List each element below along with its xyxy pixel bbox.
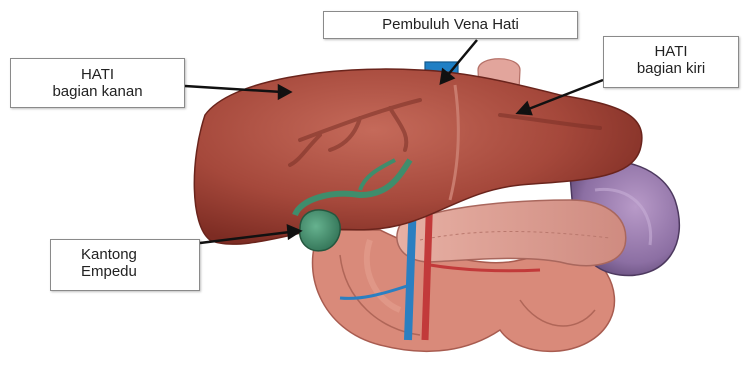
label-right-liver-lobe-line1: HATI <box>11 66 184 83</box>
label-left-liver-lobe-line2: bagian kiri <box>604 60 738 77</box>
label-gallbladder-line2: Empedu <box>81 263 199 280</box>
label-right-liver-lobe: HATI bagian kanan <box>10 58 185 108</box>
label-gallbladder-line1: Kantong <box>81 246 199 263</box>
label-hepatic-vein-text: Pembuluh Vena Hati <box>324 16 577 33</box>
label-hepatic-vein: Pembuluh Vena Hati <box>323 11 578 39</box>
label-left-liver-lobe: HATI bagian kiri <box>603 36 739 88</box>
label-gallbladder: Kantong Empedu <box>50 239 200 291</box>
label-left-liver-lobe-line1: HATI <box>604 43 738 60</box>
label-right-liver-lobe-line2: bagian kanan <box>11 83 184 100</box>
